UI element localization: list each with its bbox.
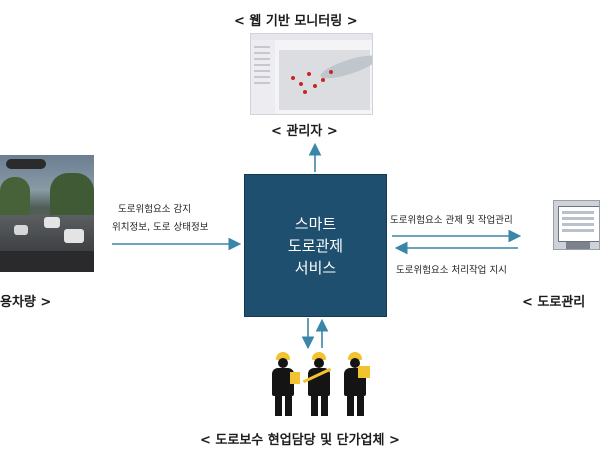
smart-road-control-service-box: 스마트 도로관제 서비스 — [244, 174, 387, 317]
road-workers-caption: < 도로보수 현업담당 및 단가업체 > — [200, 433, 400, 448]
road-manager-caption: < 도로관리 — [522, 295, 586, 310]
web-monitoring-title: < 웹 기반 모니터링 > — [234, 14, 358, 29]
center-line-2: 도로관제 — [287, 236, 344, 255]
road-workers-icon — [268, 352, 378, 420]
manager-flow-out-label: 도로위험요소 관제 및 작업관리 — [390, 215, 513, 226]
admin-caption: < 관리자 > — [271, 124, 338, 139]
dashcam-photo-icon — [0, 155, 94, 272]
center-line-3: 서비스 — [294, 258, 337, 277]
workstation-icon — [553, 200, 600, 250]
vehicle-flow-line-1: 도로위험요소 감지 — [118, 204, 191, 215]
manager-flow-in-label: 도로위험요소 처리작업 지시 — [396, 265, 507, 276]
center-line-1: 스마트 — [294, 214, 337, 233]
vehicle-caption: 용차량 > — [0, 295, 52, 310]
web-monitor-screen-icon — [250, 33, 373, 115]
vehicle-flow-line-2: 위치정보, 도로 상태정보 — [112, 222, 209, 233]
